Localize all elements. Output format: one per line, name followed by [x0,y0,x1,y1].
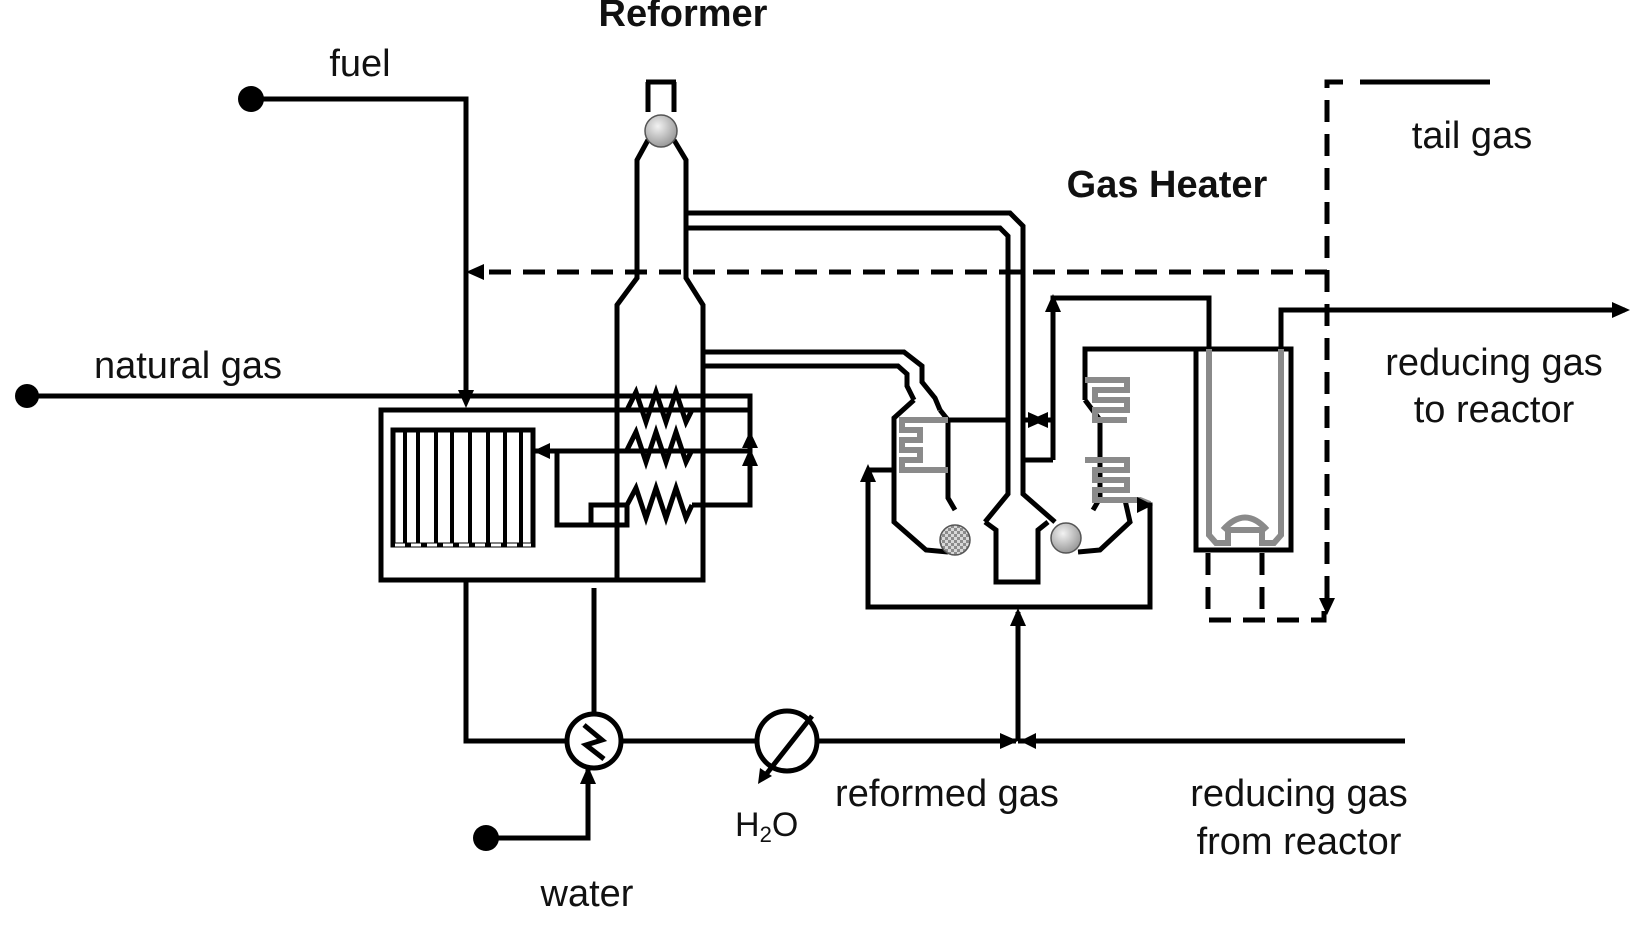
reformer-tube-bank [390,427,536,548]
natural-gas-label: natural gas [94,345,282,387]
flue-duct-upper [686,210,1057,524]
reformer-unit [378,79,758,744]
coil-3 [624,480,695,526]
reformed-gas-label: reformed gas [835,773,1059,815]
flue-duct-lower [703,349,943,411]
coil-2 [624,424,695,470]
bottom-piping [473,608,1405,851]
heater-coil-left [899,417,948,473]
reformer-furnace-box [378,407,706,583]
heater-coil-right-upper [1085,377,1130,423]
heater-burner-right [1050,522,1082,554]
gas-heater-unit [860,294,1212,610]
coil-1 [624,384,695,430]
tail-gas-line [466,79,1490,615]
reducing-gas-from-reactor-label-line1: reducing gas [1190,773,1408,815]
reducing-gas-from-reactor-label-line2: from reactor [1197,821,1402,863]
reformer-burner-ball [644,114,678,148]
gas-heater-label: Gas Heater [1067,164,1268,206]
heater-burner-left [939,524,971,556]
fuel-label: fuel [329,43,390,85]
reducing-gas-to-reactor-label-line1: reducing gas [1385,342,1603,384]
reducing-gas-to-reactor-label-line2: to reactor [1414,389,1575,431]
reheater-vessel [1193,302,1630,623]
tail-gas-label: tail gas [1412,115,1532,157]
water-label: water [540,873,634,915]
h2o-label: H2O [735,806,798,847]
reformer-label: Reformer [599,0,768,35]
heater-coil-right-lower [1085,457,1152,507]
